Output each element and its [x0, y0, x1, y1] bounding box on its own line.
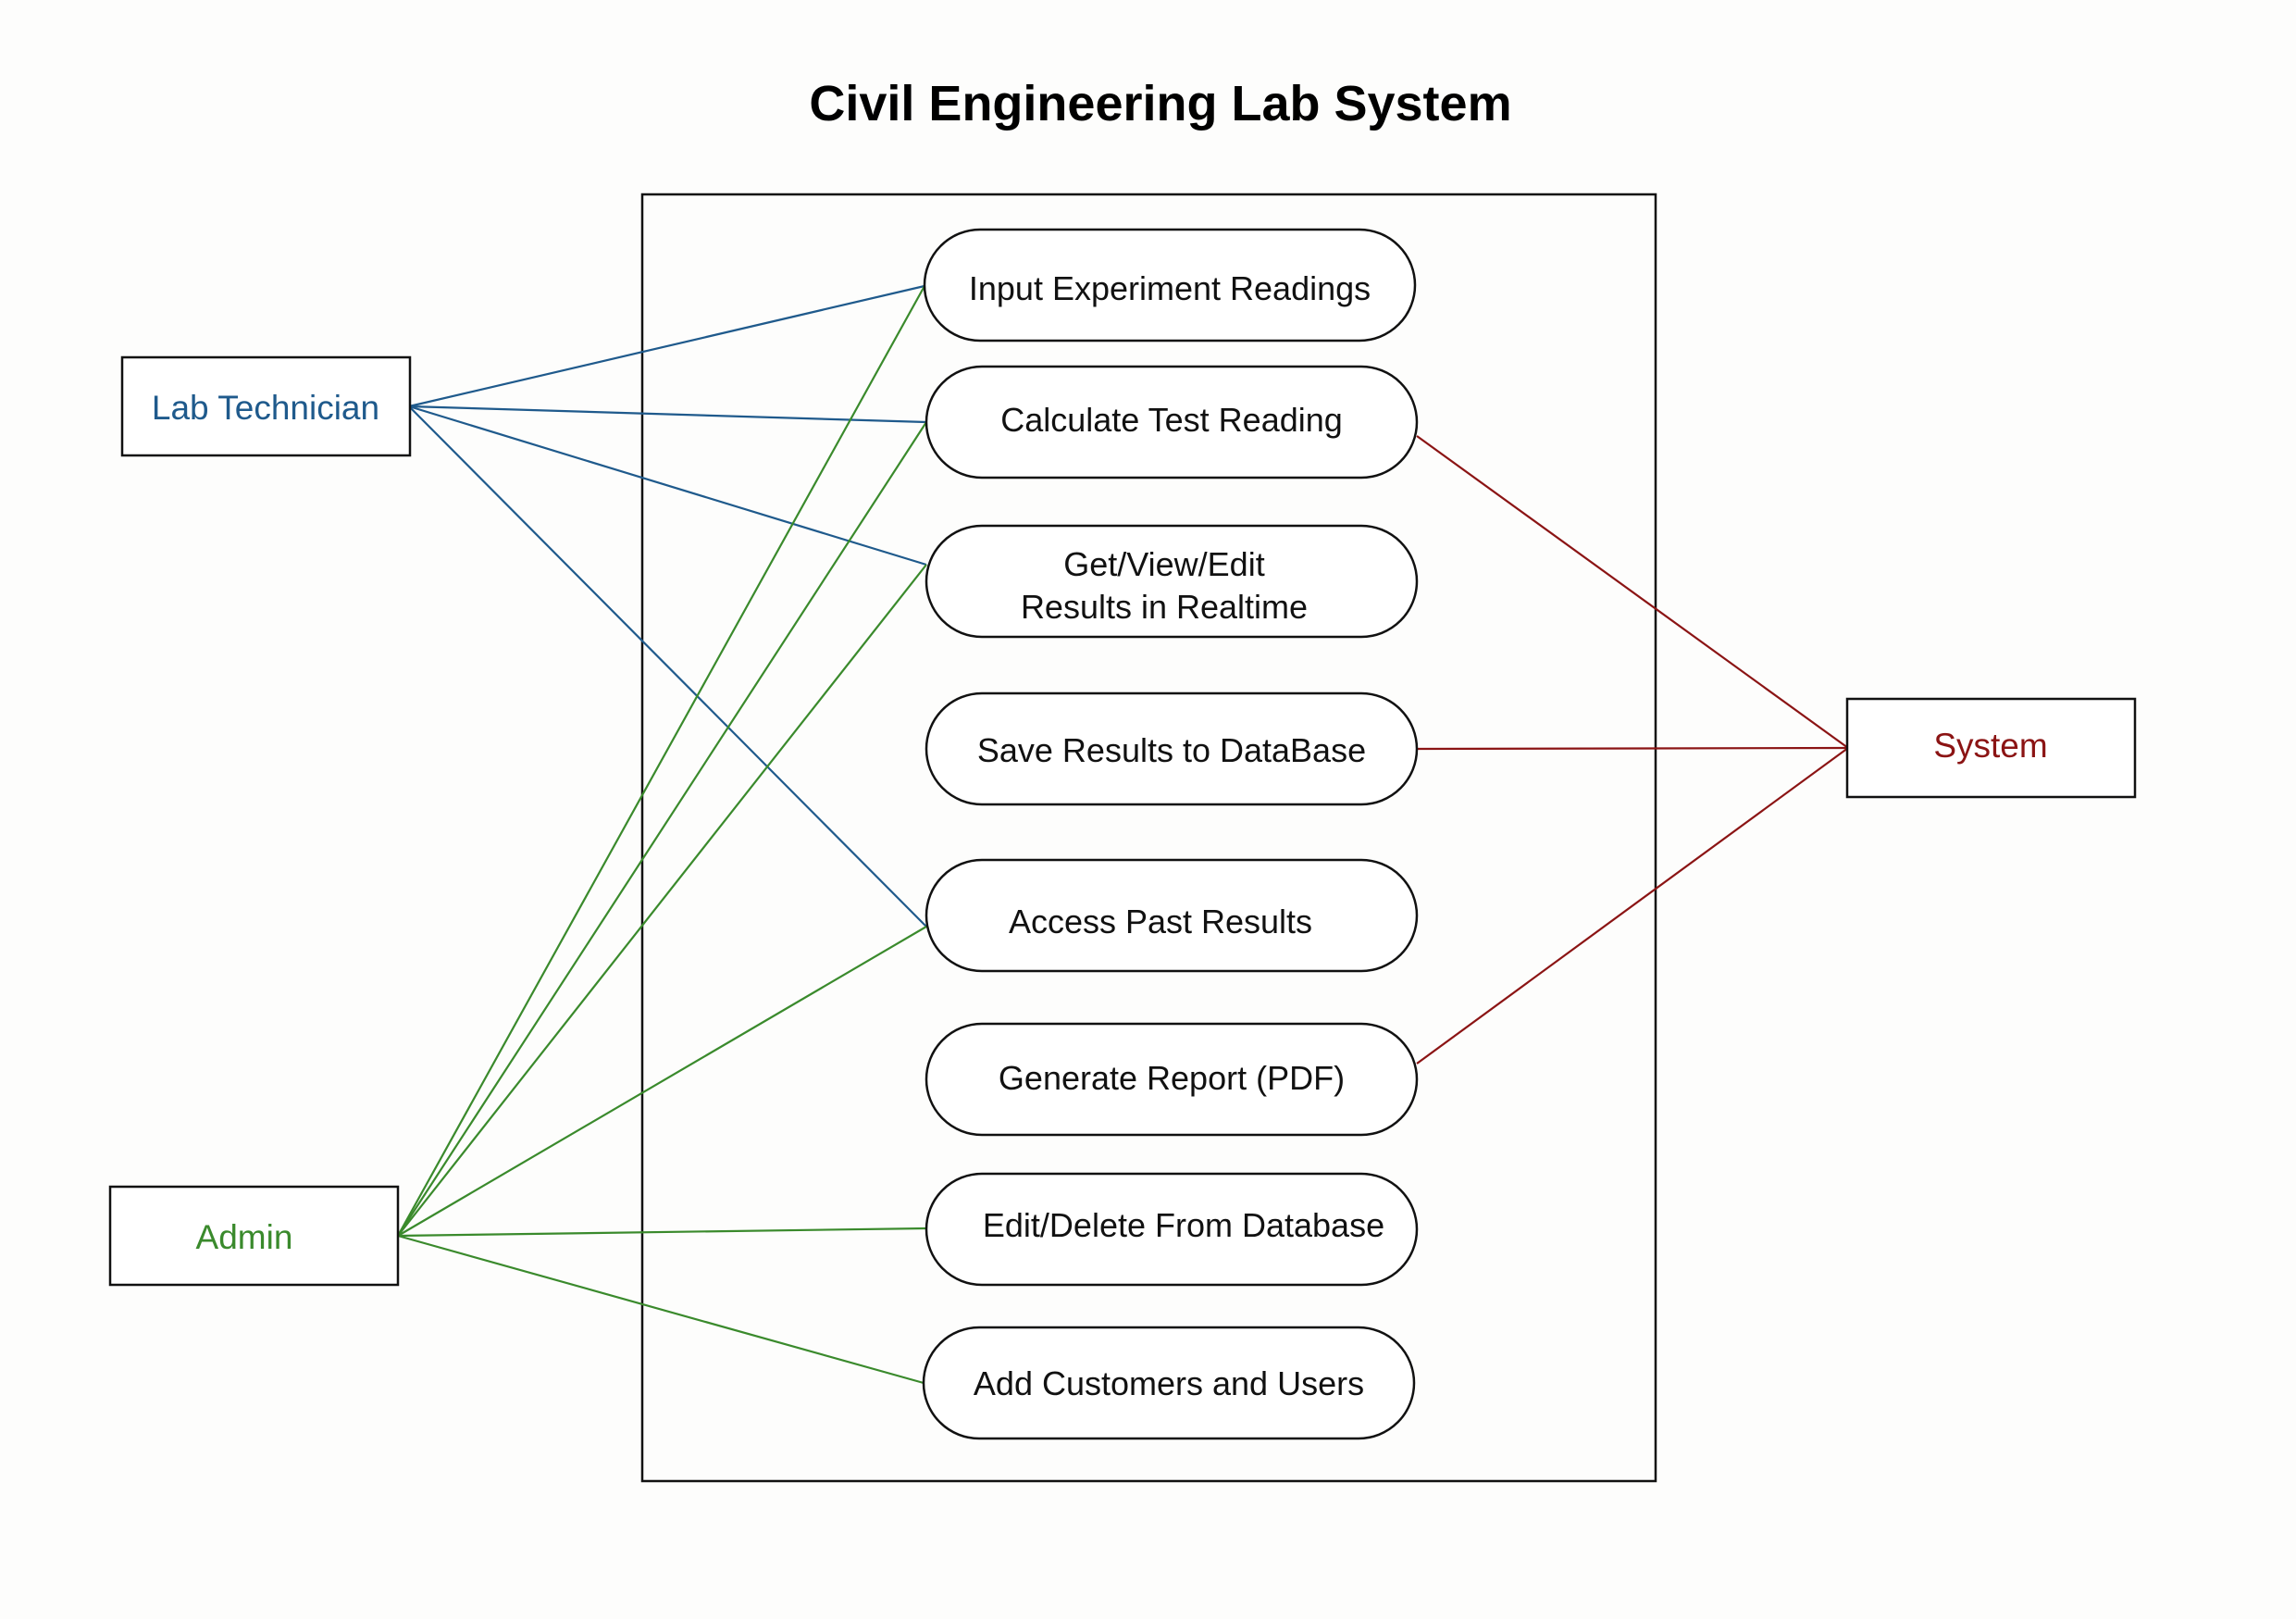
actor-box — [1845, 697, 2137, 799]
actor-label-admin: Admin — [196, 1218, 293, 1256]
actor-lab-technician[interactable]: Lab Technician — [120, 355, 412, 457]
use-case-ellipse — [925, 1022, 1419, 1137]
association-system-save-results — [1416, 746, 1849, 751]
association-system-calculate-reading — [1416, 435, 1849, 749]
use-case-ellipse — [925, 691, 1419, 806]
use-case-view-edit-results[interactable]: Get/View/Edit Results in Realtime — [925, 524, 1419, 639]
use-case-label: Input Experiment Readings — [969, 269, 1371, 307]
use-case-label-line-2: Results in Realtime — [1021, 588, 1308, 626]
use-case-calculate-reading[interactable]: Calculate Test Reading — [925, 365, 1419, 479]
use-case-input-readings[interactable]: Input Experiment Readings — [923, 228, 1417, 342]
use-case-ellipse — [925, 365, 1419, 479]
association-lab-technician-calculate-reading — [408, 405, 927, 424]
use-case-ellipse — [922, 1326, 1416, 1440]
actor-admin[interactable]: Admin — [108, 1185, 400, 1287]
association-admin-add-customers — [397, 1234, 925, 1385]
system-boundary — [640, 193, 1657, 1483]
association-system-generate-report — [1416, 747, 1849, 1065]
association-admin-view-edit-results — [397, 564, 927, 1237]
use-case-label: Access Past Results — [1009, 903, 1312, 940]
association-lab-technician-view-edit-results — [408, 405, 927, 567]
use-case-label: Add Customers and Users — [974, 1364, 1364, 1402]
use-case-edit-delete[interactable]: Edit/Delete From Database — [925, 1172, 1419, 1287]
use-case-add-customers[interactable]: Add Customers and Users — [922, 1326, 1416, 1440]
association-admin-calculate-reading — [397, 421, 927, 1237]
use-case-label: Calculate Test Reading — [1000, 401, 1343, 439]
actor-box — [120, 355, 412, 457]
use-case-save-results[interactable]: Save Results to DataBase — [925, 691, 1419, 806]
association-lines — [397, 284, 1849, 1385]
association-lab-technician-access-past — [408, 405, 927, 928]
actor-box — [108, 1185, 400, 1287]
association-admin-access-past — [397, 926, 927, 1237]
use-case-generate-report[interactable]: Generate Report (PDF) — [925, 1022, 1419, 1137]
actor-system[interactable]: System — [1845, 697, 2137, 799]
use-case-label-line-1: Get/View/Edit — [1063, 545, 1264, 583]
actor-label-lab-technician: Lab Technician — [152, 389, 379, 427]
use-case-ellipse — [925, 858, 1419, 973]
association-admin-edit-delete — [397, 1227, 927, 1238]
association-admin-input-readings — [397, 285, 925, 1237]
use-case-ellipse — [925, 524, 1419, 639]
diagram-title: Civil Engineering Lab System — [809, 76, 1511, 131]
use-case-access-past[interactable]: Access Past Results — [925, 858, 1419, 973]
use-case-label: Generate Report (PDF) — [999, 1059, 1345, 1097]
association-lab-technician-input-readings — [408, 284, 925, 408]
use-case-label: Save Results to DataBase — [977, 731, 1366, 769]
actor-label-system: System — [1933, 727, 2047, 765]
use-case-label: Edit/Delete From Database — [983, 1206, 1384, 1244]
use-case-ellipse — [923, 228, 1417, 342]
use-case-ellipse — [925, 1172, 1419, 1287]
